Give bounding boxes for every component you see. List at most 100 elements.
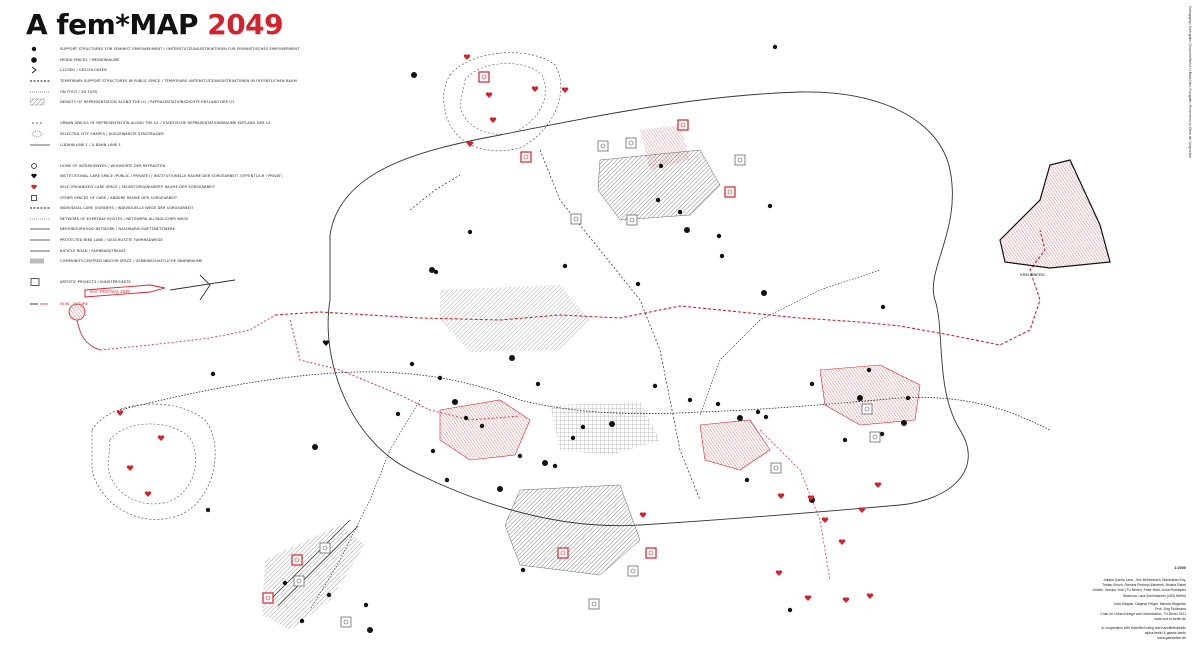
route-north-dashed <box>409 174 461 211</box>
support-dot <box>444 477 450 483</box>
legend-label: INSTITUTIONAL CARE SPACE (PUBLIC / PRIVA… <box>60 174 283 179</box>
support-dot <box>452 399 458 405</box>
support-dot <box>520 567 526 573</box>
support-dot <box>901 420 907 426</box>
support-dot <box>772 44 778 50</box>
care-heart-icon <box>807 495 815 501</box>
legend-symbol-icon <box>30 130 50 138</box>
legend-label: MEDIA SPACES / MEDIENRÄUME <box>60 57 120 62</box>
care-heart-icon <box>821 517 829 523</box>
support-dot <box>437 375 443 381</box>
support-dot <box>684 227 690 233</box>
artist-project-glyph <box>864 406 870 412</box>
legend-symbol-icon <box>30 236 50 244</box>
artist-project-box <box>262 592 274 604</box>
credits-block-3: In cooperation with Kartoffel Kolleg and… <box>1101 625 1186 641</box>
artist-project-box <box>645 547 657 559</box>
legend-item: U-BAHN LINE 1 / U-BAHN LINIE 1 <box>30 139 330 150</box>
map-title: A fem*MAP 2049 <box>26 8 284 41</box>
legend-label: HOME OF INTERVIEWEES / WOHNORTE DER BEFR… <box>60 163 166 168</box>
support-dot <box>395 411 401 417</box>
artist-project-glyph <box>680 122 686 128</box>
legend-symbol-icon <box>30 278 50 287</box>
artist-project-glyph <box>523 154 529 160</box>
density-area-sw <box>262 525 365 630</box>
legend-item: INSTITUTIONAL CARE SPACE (PUBLIC / PRIVA… <box>30 171 330 182</box>
west-loop <box>91 403 216 520</box>
artist-project-glyph <box>294 557 300 563</box>
care-heart-icon <box>157 435 165 441</box>
support-dot <box>205 507 211 513</box>
support-dot <box>809 381 815 387</box>
support-dot <box>570 435 576 441</box>
legend-symbol-icon <box>30 56 50 64</box>
support-dot <box>787 607 793 613</box>
artist-project-box <box>570 213 582 225</box>
support-dot <box>411 72 417 78</box>
support-dot <box>282 580 288 586</box>
legend-item: SUPPORT STRUCTURES FOR FEMINIST EMPOWERM… <box>30 44 330 55</box>
artist-project-glyph <box>343 619 349 625</box>
care-heart-icon <box>466 141 474 147</box>
density-area-central <box>440 285 590 352</box>
care-heart-icon <box>485 92 493 98</box>
artist-project-box <box>520 151 532 163</box>
support-dot <box>737 415 743 421</box>
care-zone-central <box>439 399 531 461</box>
west-loop-inner <box>107 423 196 505</box>
support-dot <box>755 409 761 415</box>
support-dot <box>326 592 332 598</box>
legend-label: ON FOOT / ZU FUSS <box>60 89 98 94</box>
support-dot <box>658 163 664 169</box>
legend-label: PROTECTED BIKE LANE / GESCHÜTZTE FAHRRAD… <box>60 237 163 242</box>
north-south-route <box>539 149 701 501</box>
legend-item: NOW - FUTURE <box>30 298 330 309</box>
legend-symbol-icon <box>30 257 50 265</box>
legend-label: DENSITY OF REPRESENTATION ALONG THE U1 /… <box>60 100 235 105</box>
care-heart-icon <box>639 512 647 518</box>
plane-icon <box>169 274 236 301</box>
care-heart-icon <box>561 87 569 93</box>
support-dot <box>433 269 439 275</box>
legend-label: COMMUNITY-CENTRED INDOOR SPACE / GEMEINS… <box>60 259 203 264</box>
side-note-text: Cartography / Kartografie: Geoportal Ber… <box>1188 6 1192 158</box>
artist-project-box <box>478 71 490 83</box>
legend-symbol-icon <box>30 300 50 308</box>
route-se <box>759 429 831 581</box>
north-loop <box>443 52 562 152</box>
care-heart-icon <box>866 593 874 599</box>
care-heart-icon <box>116 410 124 416</box>
artist-project-box <box>734 154 746 166</box>
festival-banner <box>84 284 166 298</box>
u1-line <box>274 229 1046 346</box>
support-dot <box>542 460 548 466</box>
legend-label: INDIVIDUAL CARE JOURNEYS / INDIVIDUELLE … <box>60 206 194 211</box>
festival-route <box>99 314 276 351</box>
artist-project-box <box>770 462 782 474</box>
legend-item: BICYCLE ROAD / FAHRRADSTRASSE <box>30 245 330 256</box>
support-dot <box>761 290 767 296</box>
artist-project-glyph <box>629 217 635 223</box>
care-heart-icon <box>838 539 846 545</box>
legend-item: PROTECTED BIKE LANE / GESCHÜTZTE FAHRRAD… <box>30 235 330 246</box>
legend-item: NEIGHBOURHOOD NETWORK / NACHBARSCHAFTSNE… <box>30 224 330 235</box>
artist-project-glyph <box>727 189 733 195</box>
care-heart-icon <box>842 597 850 603</box>
legend-symbol-icon <box>30 183 50 191</box>
legend-symbol-icon <box>30 141 50 149</box>
support-dot <box>655 197 661 203</box>
artist-project-box <box>293 575 305 587</box>
north-loop-inner <box>459 63 546 135</box>
legend-label: NOW - FUTURE <box>60 301 89 306</box>
legend-symbol-icon <box>30 225 50 233</box>
legend-label: SELECTED CITY SHAPES / AUSGEWÄHLTE STADT… <box>60 132 164 137</box>
artist-project-glyph <box>481 74 487 80</box>
care-zone-east <box>819 364 921 426</box>
care-heart-icon <box>489 117 497 123</box>
care-heart-icon <box>463 54 471 60</box>
support-dot <box>367 627 373 633</box>
support-dot <box>552 463 558 469</box>
artist-project-glyph <box>628 140 634 146</box>
artist-project-glyph <box>560 550 566 556</box>
